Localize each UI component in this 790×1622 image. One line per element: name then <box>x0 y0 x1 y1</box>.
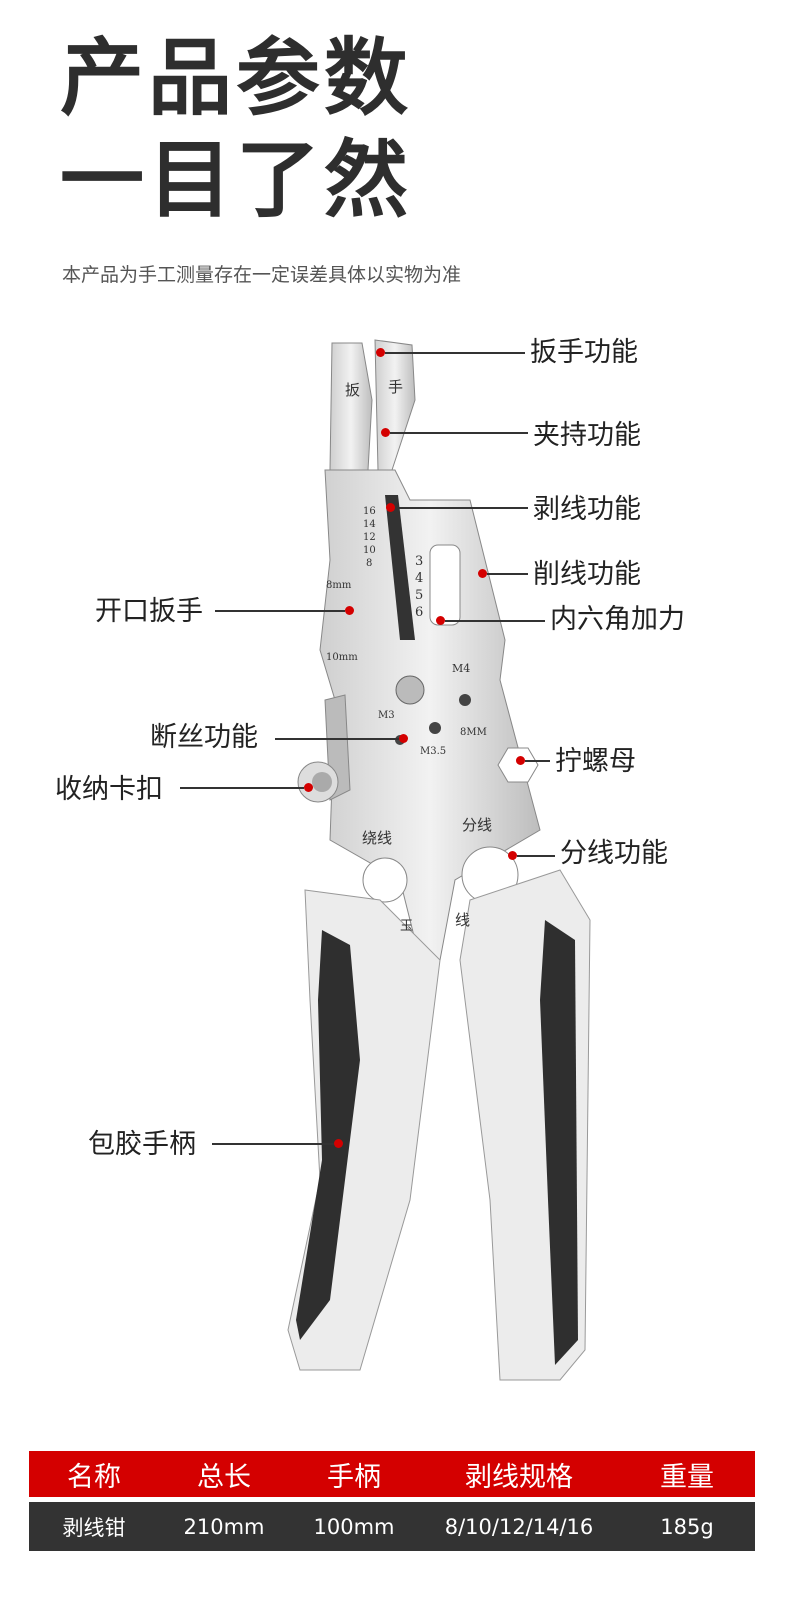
wire-stripper-illustration: 扳 手 16 14 12 10 8 3 4 5 6 8mm 10mm M4 M3… <box>287 339 591 1381</box>
callout-line <box>395 507 528 509</box>
callout-dot <box>386 503 395 512</box>
callout-dot <box>304 783 313 792</box>
tool-marking: 14 <box>363 519 376 530</box>
tool-marking: 12 <box>363 532 376 543</box>
tool-marking: 线 <box>455 911 470 929</box>
cell-name: 剥线钳 <box>62 1515 126 1540</box>
callout-dot <box>436 616 445 625</box>
callout-strip: 剥线功能 <box>533 494 641 525</box>
tool-marking: 分线 <box>462 816 492 834</box>
tool-marking: 8 <box>366 558 372 569</box>
callout-dot <box>399 734 408 743</box>
callout-split-wire: 分线功能 <box>560 838 668 869</box>
callout-dot <box>516 756 525 765</box>
callout-dot <box>381 428 390 437</box>
cell-weight: 185g <box>660 1514 714 1539</box>
tool-marking: 绕线 <box>362 829 392 847</box>
cell-length: 210mm <box>183 1514 265 1539</box>
measurement-disclaimer: 本产品为手工测量存在一定误差具体以实物为准 <box>62 264 462 286</box>
callout-dot <box>334 1139 343 1148</box>
tool-marking: 4 <box>415 571 423 586</box>
tool-marking: 10mm <box>326 652 358 663</box>
tool-marking: 16 <box>363 506 376 517</box>
tool-marking: 8mm <box>326 580 352 591</box>
tool-marking: 手 <box>388 378 403 396</box>
callout-grip: 包胶手柄 <box>88 1129 196 1160</box>
header-weight: 重量 <box>660 1461 714 1493</box>
header-strip-spec: 剥线规格 <box>465 1461 573 1493</box>
callout-dot <box>376 348 385 357</box>
callout-dot <box>345 606 354 615</box>
callout-line <box>390 432 528 434</box>
tool-marking: 3 <box>415 554 423 569</box>
tool-marking: M3 <box>378 710 395 721</box>
callout-line <box>180 787 304 789</box>
callout-line <box>215 610 345 612</box>
callout-shave: 削线功能 <box>533 559 641 590</box>
header-length: 总长 <box>197 1461 251 1493</box>
callout-clamp: 夹持功能 <box>533 420 641 451</box>
tool-marking: 玉 <box>400 919 413 934</box>
callout-line <box>487 573 528 575</box>
page-title-line1: 产品参数 <box>60 29 413 127</box>
tool-marking: 6 <box>415 605 423 620</box>
callout-dot <box>508 851 517 860</box>
callout-line <box>385 352 525 354</box>
callout-line <box>275 738 399 740</box>
callout-nut: 拧螺母 <box>555 746 636 777</box>
header-name: 名称 <box>67 1461 121 1493</box>
tool-marking: 8MM <box>460 727 487 738</box>
callout-storage-clip: 收纳卡扣 <box>55 774 163 805</box>
tool-marking: M3.5 <box>420 746 446 757</box>
page-title-line2: 一目了然 <box>60 131 413 229</box>
cell-handle: 100mm <box>313 1514 395 1539</box>
tool-marking: 10 <box>363 545 376 556</box>
cell-strip-spec: 8/10/12/14/16 <box>444 1514 594 1539</box>
tool-marking: M4 <box>452 662 470 675</box>
callout-cut-wire: 断丝功能 <box>150 722 258 753</box>
tool-marking: 扳 <box>345 381 360 399</box>
header-handle: 手柄 <box>327 1461 381 1493</box>
callout-hex: 内六角加力 <box>550 604 685 635</box>
callout-wrench: 扳手功能 <box>530 337 638 368</box>
callout-open-wrench: 开口扳手 <box>95 596 203 627</box>
callout-dot <box>478 569 487 578</box>
callout-line <box>525 760 550 762</box>
callout-line <box>212 1143 334 1145</box>
callout-line <box>517 855 555 857</box>
tool-marking: 5 <box>415 588 423 603</box>
spec-table-row: 剥线钳 210mm 100mm 8/10/12/14/16 185g <box>29 1502 755 1551</box>
callout-line <box>445 620 545 622</box>
spec-table-header: 名称 总长 手柄 剥线规格 重量 <box>29 1451 755 1497</box>
